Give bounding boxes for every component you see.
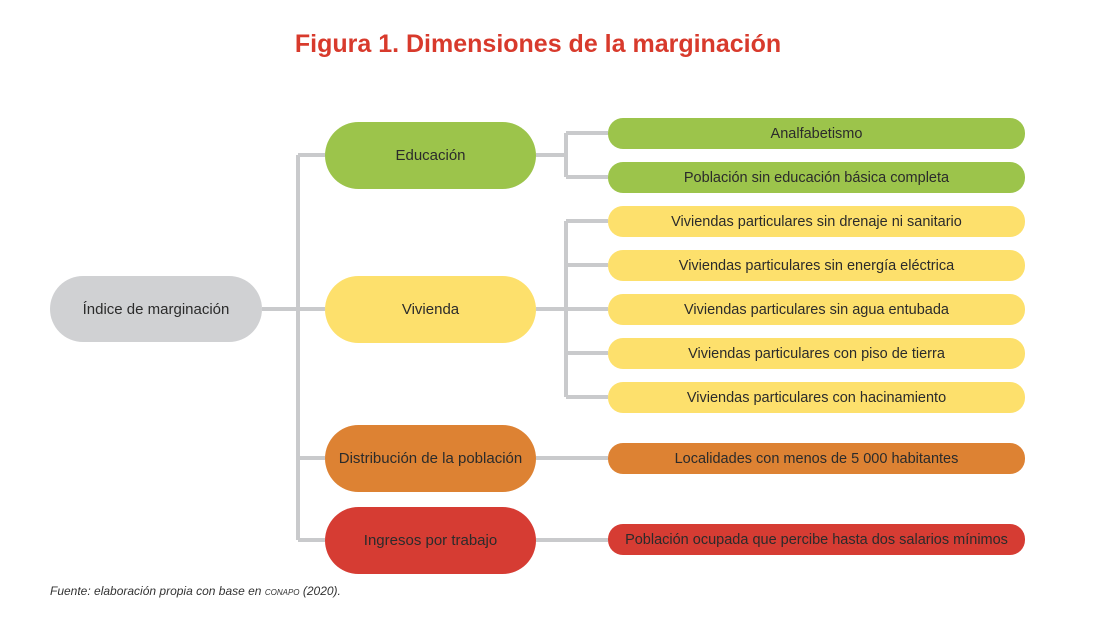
dimension-educacion: Educación [325, 122, 536, 189]
source-note: Fuente: elaboración propia con base en C… [50, 584, 341, 598]
source-prefix: Fuente: elaboración propia con base en [50, 584, 262, 598]
indicator-energia: Viviendas particulares sin energía eléct… [608, 250, 1025, 281]
indicator-localidades: Localidades con menos de 5 000 habitante… [608, 443, 1025, 474]
indicator-educacion-basica: Población sin educación básica completa [608, 162, 1025, 193]
figure-title: Figura 1. Dimensiones de la marginación [294, 30, 782, 58]
indicator-analfabetismo: Analfabetismo [608, 118, 1025, 149]
dimension-ingresos: Ingresos por trabajo [325, 507, 536, 574]
indicator-piso: Viviendas particulares con piso de tierr… [608, 338, 1025, 369]
root-node: Índice de marginación [50, 276, 262, 342]
source-year: (2020). [302, 584, 341, 598]
indicator-agua: Viviendas particulares sin agua entubada [608, 294, 1025, 325]
indicator-drenaje: Viviendas particulares sin drenaje ni sa… [608, 206, 1025, 237]
dimension-vivienda: Vivienda [325, 276, 536, 343]
indicator-hacinamiento: Viviendas particulares con hacinamiento [608, 382, 1025, 413]
source-org: CONAPO [264, 584, 300, 598]
dimension-distribucion: Distribución de la población [325, 425, 536, 492]
indicator-salarios: Población ocupada que percibe hasta dos … [608, 524, 1025, 555]
